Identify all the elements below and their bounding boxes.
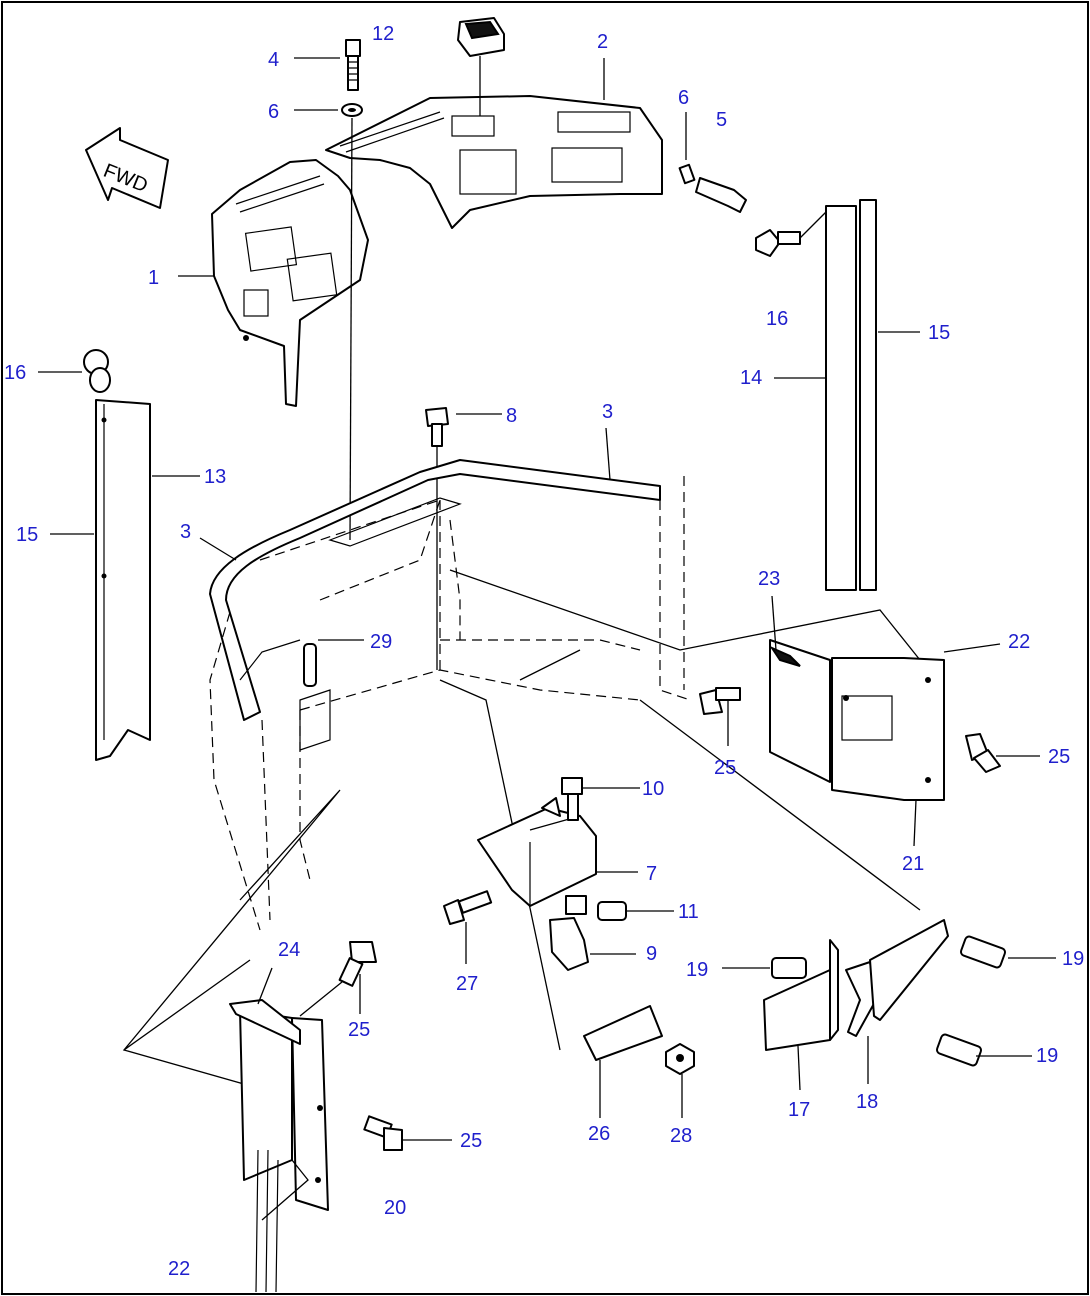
callout-19: 19 xyxy=(1036,1045,1058,1067)
callout-6: 6 xyxy=(268,101,279,123)
callout-25: 25 xyxy=(714,757,736,779)
callout-5: 5 xyxy=(716,109,727,131)
bolt-icon xyxy=(425,407,449,670)
callout-7: 7 xyxy=(646,863,657,885)
callout-16: 16 xyxy=(4,362,26,384)
callout-22: 22 xyxy=(1008,631,1030,653)
bolt-icon xyxy=(443,890,493,925)
callout-28: 28 xyxy=(670,1125,692,1147)
bolt-icon xyxy=(935,1033,983,1067)
callout-15: 15 xyxy=(928,322,950,344)
callout-leaders xyxy=(38,57,1056,1141)
callout-labels: 1 2 3 3 4 5 6 6 7 8 9 10 11 12 13 14 15 … xyxy=(4,23,1084,1280)
callout-23: 23 xyxy=(758,568,780,590)
bolt-icon xyxy=(597,901,627,921)
callout-1: 1 xyxy=(148,267,159,289)
callout-22: 22 xyxy=(168,1258,190,1280)
bolt-icon xyxy=(755,207,831,257)
callout-8: 8 xyxy=(506,405,517,427)
callout-25: 25 xyxy=(1048,746,1070,768)
callout-29: 29 xyxy=(370,631,392,653)
callout-26: 26 xyxy=(588,1123,610,1145)
bolt-icon xyxy=(299,941,377,1017)
callout-3: 3 xyxy=(602,401,613,423)
callout-24: 24 xyxy=(278,939,300,961)
washer-icon xyxy=(341,103,363,117)
callout-27: 27 xyxy=(456,973,478,995)
side-panel-right xyxy=(769,639,945,801)
clamp-icon xyxy=(549,895,589,971)
bolt-icon xyxy=(83,349,111,393)
assembly-guide-lines xyxy=(122,569,921,1101)
upper-cover-rear xyxy=(325,95,663,229)
callout-17: 17 xyxy=(788,1099,810,1121)
hinge-bracket xyxy=(763,919,949,1051)
callout-10: 10 xyxy=(642,778,664,800)
callout-18: 18 xyxy=(856,1091,878,1113)
callout-15: 15 xyxy=(16,524,38,546)
forward-arrow-icon: FWD xyxy=(85,127,169,209)
nut-icon xyxy=(665,1043,695,1075)
callout-12: 12 xyxy=(372,23,394,45)
callout-11: 11 xyxy=(678,901,699,923)
callout-19: 19 xyxy=(686,959,708,981)
callout-20: 20 xyxy=(384,1197,406,1219)
bracket-assembly xyxy=(477,797,597,907)
callout-25: 25 xyxy=(460,1130,482,1152)
bolt-icon xyxy=(699,687,741,715)
callout-21: 21 xyxy=(902,853,924,875)
side-panel-left xyxy=(229,999,329,1293)
callout-13: 13 xyxy=(204,466,226,488)
bolt-icon xyxy=(678,163,747,213)
bolt-icon xyxy=(345,39,361,91)
clip-bracket xyxy=(583,1005,663,1061)
callout-9: 9 xyxy=(646,943,657,965)
bolt-icon xyxy=(363,1115,403,1151)
bolt-icon xyxy=(965,733,1001,773)
callout-19: 19 xyxy=(1062,948,1084,970)
bolt-icon xyxy=(959,935,1007,969)
grommet-icon xyxy=(457,17,505,116)
callout-25: 25 xyxy=(348,1019,370,1041)
callout-16: 16 xyxy=(766,308,788,330)
bolt-icon xyxy=(561,777,583,821)
callout-3: 3 xyxy=(180,521,191,543)
callout-2: 2 xyxy=(597,31,608,53)
bolt-icon xyxy=(771,957,807,979)
pillar-cover-right xyxy=(825,199,877,591)
cab-frame xyxy=(209,459,691,931)
upper-cover-front xyxy=(211,159,369,407)
callout-4: 4 xyxy=(268,49,279,71)
pillar-cover-left xyxy=(95,399,151,761)
callout-14: 14 xyxy=(740,367,762,389)
callout-6: 6 xyxy=(678,87,689,109)
